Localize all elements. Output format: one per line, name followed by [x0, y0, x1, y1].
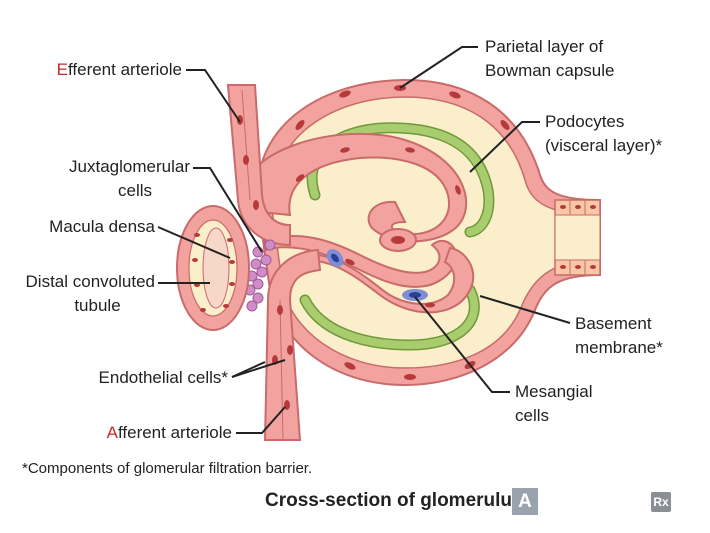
label-podocytes: Podocytes (visceral layer)* [545, 112, 663, 155]
figure-letter-badge: A [512, 488, 538, 515]
afferent-arteriole [263, 248, 322, 441]
label-distal-convoluted-tubule: Distal convoluted tubule [10, 270, 155, 318]
proximal-tubule [554, 199, 601, 276]
label-macula-densa: Macula densa [49, 217, 155, 236]
label-mesangial-cells: Mesangial cells [515, 382, 593, 425]
mesangial-cells [326, 249, 428, 301]
rx-logo-icon: Rx [651, 492, 671, 512]
label-juxtaglomerular-cells: Juxtaglomerular cells [20, 155, 190, 203]
label-parietal-layer: Parietal layer of Bowman capsule [485, 37, 615, 80]
label-efferent-arteriole: Efferent arteriole [56, 60, 182, 79]
label-endothelial-cells: Endothelial cells* [98, 368, 228, 387]
distal-convoluted-tubule [176, 205, 250, 331]
label-distal-line2: tubule [74, 296, 121, 315]
label-juxtaglomerular-line2: cells [117, 181, 152, 200]
figure-caption: Cross-section of glomerulus [265, 490, 523, 511]
label-afferent-arteriole: Afferent arteriole [106, 423, 232, 442]
leader-lines [157, 46, 571, 434]
label-basement-membrane: Basement membrane* [575, 314, 663, 357]
footnote: *Components of glomerular filtration bar… [22, 460, 313, 477]
efferent-arteriole [226, 84, 291, 247]
capillary-loop [238, 132, 475, 314]
